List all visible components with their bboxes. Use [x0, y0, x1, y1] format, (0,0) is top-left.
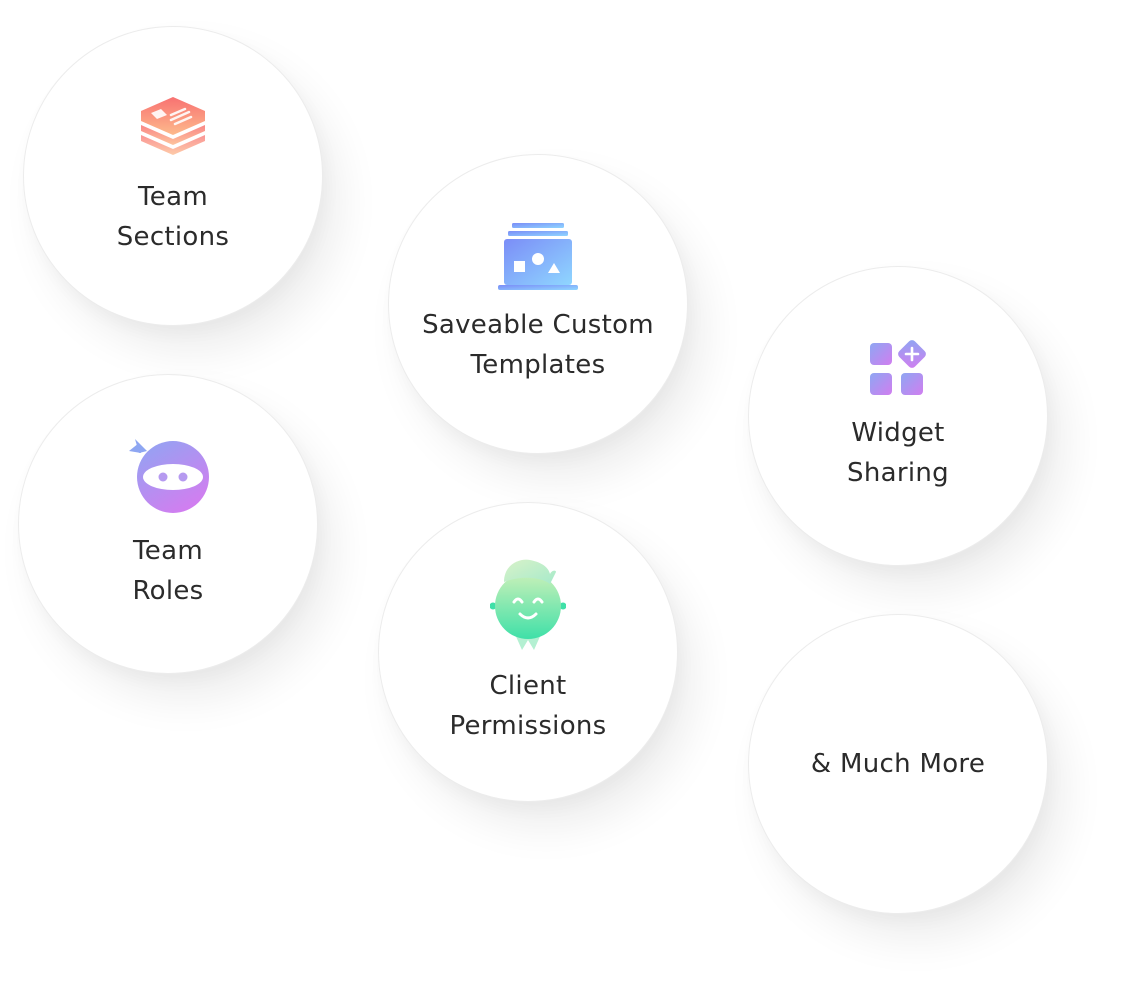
feature-team-sections[interactable]: Team Sections — [23, 26, 323, 326]
feature-label: Saveable Custom Templates — [422, 310, 654, 380]
feature-label: Client Permissions — [449, 671, 607, 741]
feature-widget-sharing[interactable]: Widget Sharing — [748, 266, 1048, 566]
template-stack-icon — [498, 223, 578, 290]
ninja-icon — [129, 439, 209, 513]
feature-label: Team Roles — [132, 536, 204, 606]
feature-saveable-templates[interactable]: Saveable Custom Templates — [388, 154, 688, 454]
stacked-layers-icon — [141, 97, 205, 155]
feature-label: & Much More — [810, 749, 986, 779]
feature-much-more[interactable]: & Much More — [748, 614, 1048, 914]
widget-grid-icon — [870, 340, 926, 395]
feature-team-roles[interactable]: Team Roles — [18, 374, 318, 674]
client-face-icon — [490, 559, 566, 650]
feature-label: Widget Sharing — [847, 418, 949, 488]
feature-client-permissions[interactable]: Client Permissions — [378, 502, 678, 802]
feature-label: Team Sections — [116, 182, 230, 252]
